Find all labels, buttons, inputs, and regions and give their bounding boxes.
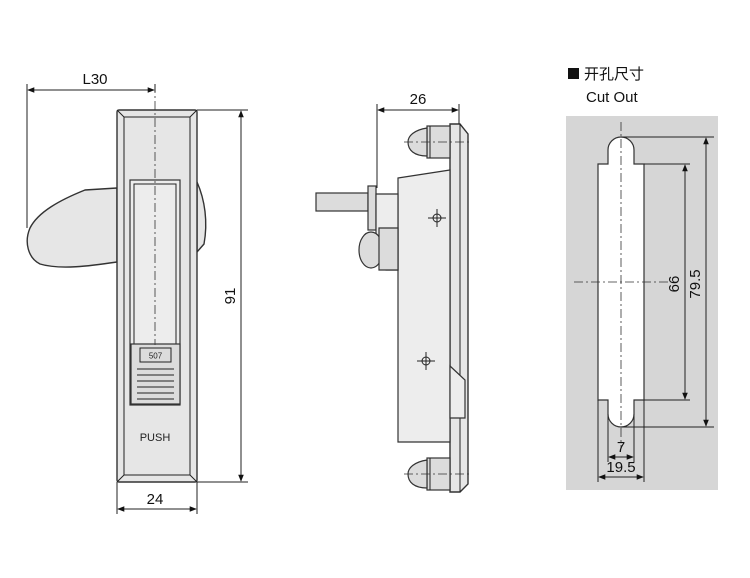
plate-number-box (139, 347, 172, 363)
cutout-view: 开孔尺寸 Cut Out 66 79.5 7 19.5 (566, 66, 718, 490)
front-view: 507 PUSH L30 91 24 (26, 71, 248, 514)
push-label: PUSH (140, 432, 171, 444)
cutout-header-square (568, 68, 579, 79)
dim-total-width-label: 19.5 (606, 459, 635, 476)
dim-depth-label: 26 (410, 91, 427, 108)
dim-slot-width-label: 7 (617, 439, 625, 456)
side-front-plate (449, 123, 469, 493)
dim-outer-height-label: 79.5 (687, 269, 704, 298)
front-handle-hinge (196, 181, 207, 254)
cutout-title-cn: 开孔尺寸 (584, 66, 644, 83)
cutout-title-en: Cut Out (586, 89, 639, 106)
plate-number-text: 507 (149, 352, 163, 361)
dim-width-bottom-label: 24 (147, 491, 164, 508)
side-body (397, 169, 451, 443)
dim-inner-height-label: 66 (666, 276, 683, 293)
side-lower-step (449, 364, 466, 419)
front-body-bevel (123, 116, 191, 476)
side-cam-rod (315, 185, 399, 271)
dim-height-label: 91 (222, 288, 239, 305)
dim-width-top-label: L30 (82, 71, 107, 88)
side-view: 26 (315, 91, 470, 493)
front-handle-lever (26, 187, 118, 268)
push-button-plate (130, 343, 181, 405)
